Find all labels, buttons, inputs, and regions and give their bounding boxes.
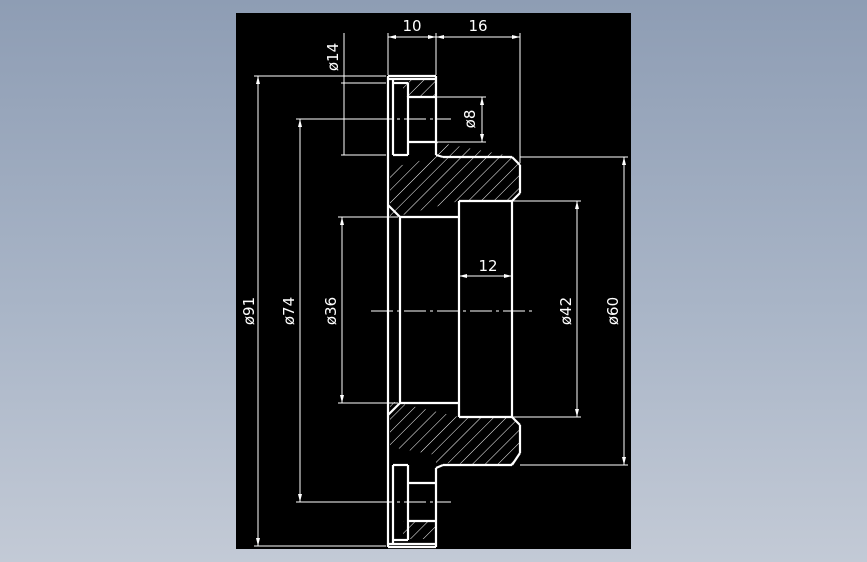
hatch-upper-flange-top xyxy=(403,79,436,97)
dim-label-dia91: ø91 xyxy=(240,297,258,325)
dimension-lines xyxy=(254,33,628,547)
dimension-arrows xyxy=(256,35,626,546)
dim-label-16: 16 xyxy=(468,17,487,35)
drawing-viewport[interactable]: 10 16 ø14 ø8 12 ø91 ø74 ø36 ø42 ø60 xyxy=(236,13,631,549)
cad-drawing-flange: 10 16 ø14 ø8 12 ø91 ø74 ø36 ø42 ø60 xyxy=(240,17,628,549)
hatch-upper-hub xyxy=(390,142,519,218)
dim-label-10: 10 xyxy=(402,17,421,35)
hatch-lower-hub xyxy=(390,401,519,465)
dim-label-dia60: ø60 xyxy=(604,297,622,325)
part-outline xyxy=(386,74,522,549)
dim-label-12: 12 xyxy=(478,257,497,275)
section-hatching xyxy=(390,79,519,539)
dimension-labels: 10 16 ø14 ø8 12 ø91 ø74 ø36 ø42 ø60 xyxy=(240,17,622,325)
dim-label-dia42: ø42 xyxy=(557,297,575,325)
dim-label-dia14: ø14 xyxy=(324,43,342,71)
dim-label-dia8: ø8 xyxy=(461,110,479,129)
dim-label-dia36: ø36 xyxy=(322,297,340,325)
dim-label-dia74: ø74 xyxy=(280,297,298,325)
hatch-lower-flange-bottom xyxy=(403,521,436,539)
